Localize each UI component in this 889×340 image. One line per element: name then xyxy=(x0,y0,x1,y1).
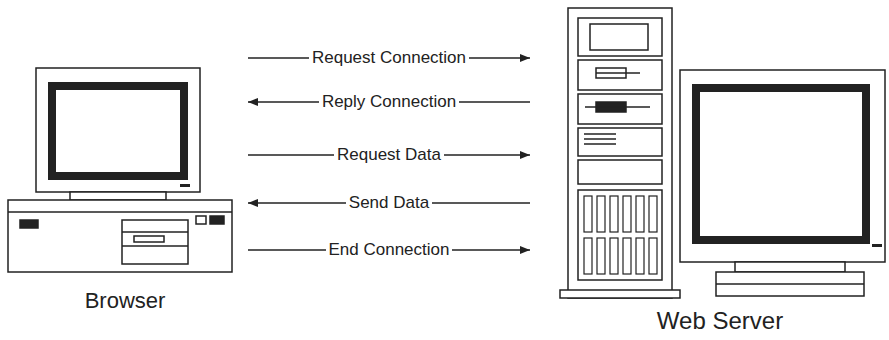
computer-case xyxy=(8,200,232,272)
arrow-label: Reply Connection xyxy=(319,92,459,112)
monitor-stand xyxy=(70,192,166,200)
server-tower xyxy=(568,8,672,298)
arrow-label: Request Data xyxy=(334,145,444,165)
monitor-housing xyxy=(680,70,885,262)
arrow-label: End Connection xyxy=(326,240,453,260)
node-label: Browser xyxy=(85,288,166,314)
monitor-stand xyxy=(716,272,864,296)
computer-node: Web Server xyxy=(545,4,887,338)
computer-node: Browser xyxy=(5,60,245,318)
arrow-label: Send Data xyxy=(346,193,432,213)
monitor-screen xyxy=(696,88,866,240)
arrow-label: Request Connection xyxy=(309,48,469,68)
node-label: Web Server xyxy=(657,307,783,335)
monitor-screen xyxy=(52,86,184,176)
monitor-housing xyxy=(36,68,200,192)
